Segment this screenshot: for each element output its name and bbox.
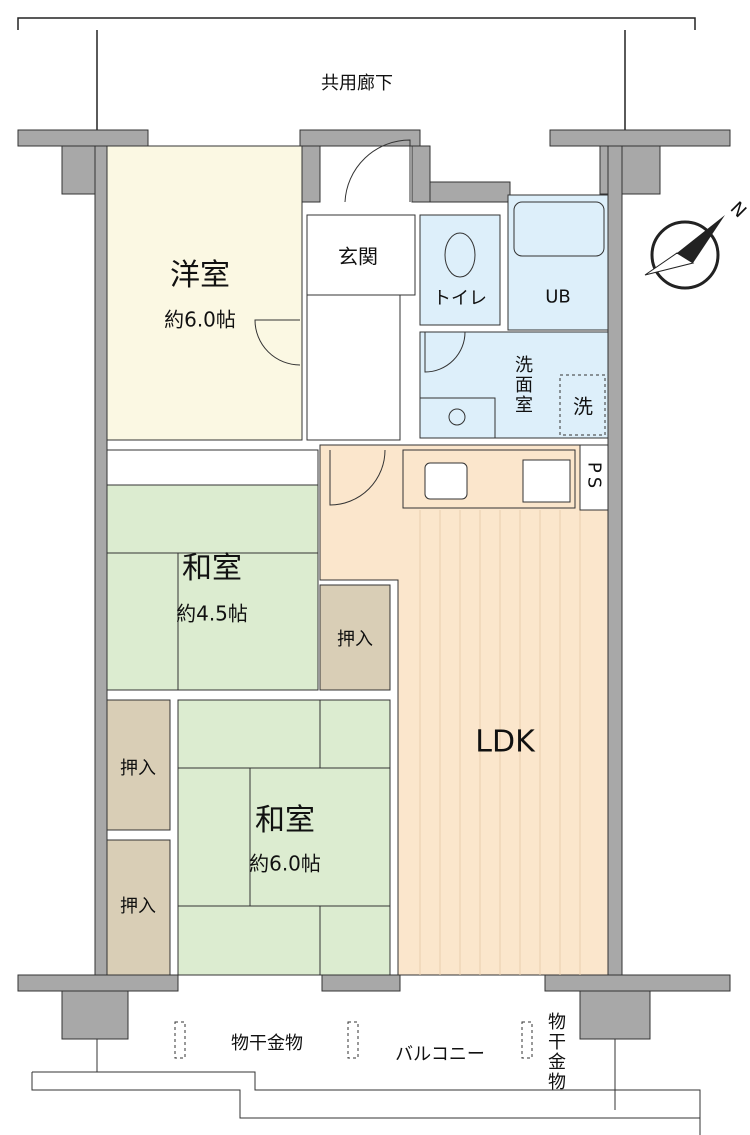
bath-label: UB — [545, 286, 571, 308]
closet-c — [106, 839, 171, 976]
closet-a — [319, 584, 391, 691]
japanese-room-a-size: 約4.5帖 — [176, 601, 248, 626]
sink-icon — [424, 462, 468, 500]
corridor-label: 共用廊下 — [321, 73, 393, 94]
ldk-flooring — [419, 510, 581, 975]
hanger-icon — [174, 1021, 186, 1059]
western-room-label: 洋室 — [170, 258, 230, 293]
entrance-label: 玄関 — [338, 244, 378, 269]
hanger-icon — [347, 1021, 359, 1059]
ldk-label: LDK — [475, 724, 535, 760]
washroom-label: 洗面室 — [512, 355, 533, 415]
balcony-label: バルコニー — [395, 1044, 485, 1065]
toilet-label: トイレ — [433, 288, 487, 309]
japanese-room-b-size: 約6.0帖 — [249, 851, 321, 876]
front-door-icon — [344, 139, 411, 203]
japanese-room-b — [177, 699, 391, 976]
stove-icon — [522, 459, 571, 503]
toilet-icon — [444, 232, 476, 278]
entrance-floor — [306, 214, 416, 296]
washer-label: 洗 — [573, 394, 593, 419]
ps-label: PS — [583, 461, 605, 493]
washbasin-icon — [419, 397, 496, 439]
hanger-label-left: 物干金物 — [231, 1033, 303, 1054]
western-room-size: 約6.0帖 — [164, 307, 236, 332]
hallway — [306, 294, 401, 441]
hanger-label-right: 物干金物 — [545, 1012, 566, 1092]
western-room — [106, 145, 303, 441]
north-arrow-icon — [644, 215, 725, 290]
washer-space — [559, 374, 606, 436]
closet-a-label: 押入 — [337, 629, 373, 650]
pipe-space — [579, 444, 609, 511]
walls — [17, 129, 731, 1040]
balcony-rail — [32, 1071, 701, 1135]
hanger-icon — [521, 1021, 533, 1059]
japanese-room-b-label: 和室 — [255, 803, 315, 838]
bathtub-icon — [513, 201, 605, 257]
closet-c-label: 押入 — [120, 896, 156, 917]
japanese-room-a-label: 和室 — [182, 551, 242, 586]
ldk-door-icon — [329, 449, 386, 506]
storage-shelf — [106, 449, 319, 486]
closet-b — [106, 699, 171, 831]
closet-b-label: 押入 — [120, 758, 156, 779]
corridor-outline — [17, 17, 696, 30]
japanese-room-a — [106, 484, 319, 691]
western-door-icon — [254, 319, 301, 366]
